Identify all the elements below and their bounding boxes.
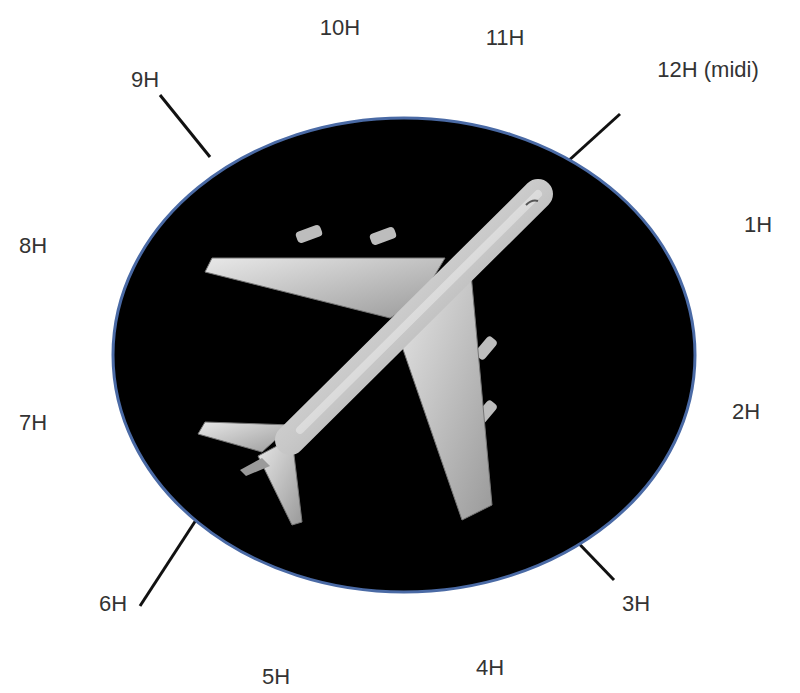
clock-position-label: 9H [131, 68, 159, 92]
clock-position-label: 10H [320, 16, 360, 40]
clock-position-label: 1H [744, 213, 772, 237]
clock-position-label: 12H (midi) [657, 58, 758, 82]
dial-circle [113, 118, 695, 592]
clock-position-label: 5H [262, 665, 290, 689]
airplane [198, 194, 538, 525]
clock-position-label: 11H [486, 26, 525, 50]
clock-position-label: 6H [99, 592, 127, 616]
clock-position-label: 8H [19, 234, 47, 258]
clock-position-label: 2H [732, 400, 760, 424]
clock-position-label: 4H [476, 656, 504, 680]
clock-position-label: 7H [19, 411, 47, 435]
clock-position-label: 3H [622, 592, 650, 616]
